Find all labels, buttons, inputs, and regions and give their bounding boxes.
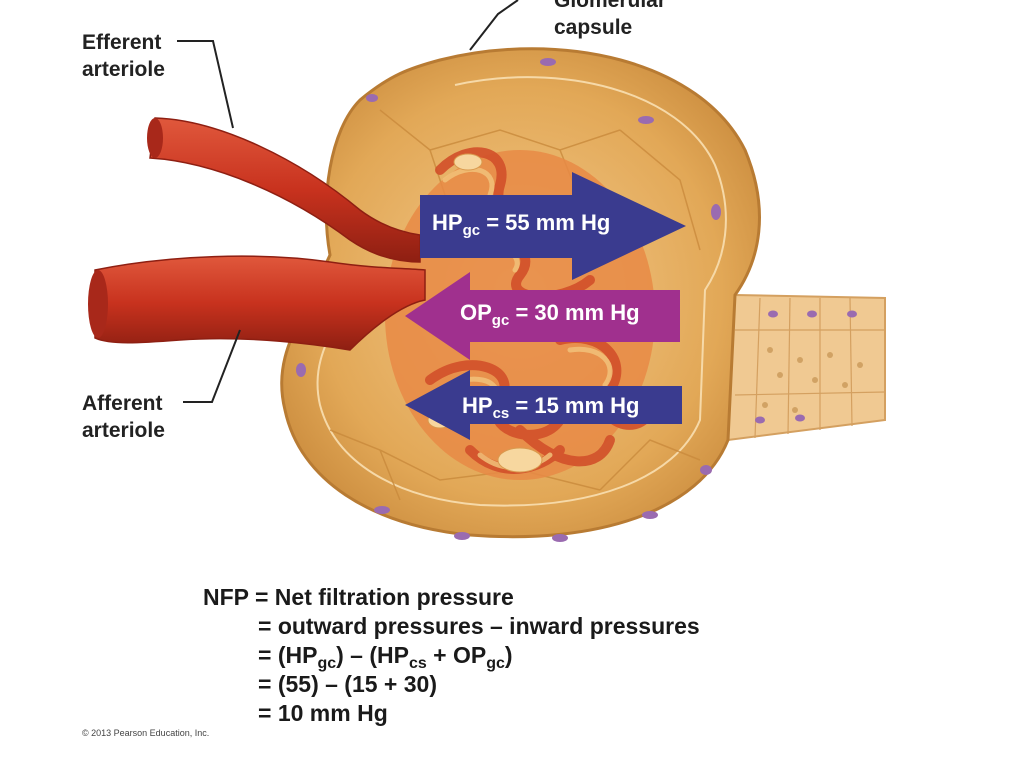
nfp-line3-a: = (HP bbox=[258, 642, 318, 668]
hp-gc-value: = 55 mm Hg bbox=[486, 210, 611, 235]
afferent-label: Afferent arteriole bbox=[82, 390, 165, 444]
arrow-hp-gc bbox=[420, 172, 686, 280]
nfp-line3-c-sub: gc bbox=[486, 655, 505, 672]
nfp-line5: = 10 mm Hg bbox=[258, 700, 388, 726]
op-gc-sub: gc bbox=[491, 312, 510, 329]
nfp-line3-d: ) bbox=[504, 642, 513, 668]
op-gc-label: OPgc = 30 mm Hg bbox=[460, 300, 640, 329]
leader-lines bbox=[177, 0, 519, 403]
nfp-line2: = outward pressures – inward pressures bbox=[258, 613, 700, 639]
arrow-op-gc bbox=[405, 272, 680, 360]
afferent-label-line2: arteriole bbox=[82, 419, 165, 442]
efferent-label-line2: arteriole bbox=[82, 58, 165, 81]
hp-gc-sub: gc bbox=[462, 222, 481, 239]
efferent-vessel-end bbox=[147, 118, 163, 158]
copyright-notice: © 2013 Pearson Education, Inc. bbox=[82, 728, 210, 738]
hp-gc-label: HPgc = 55 mm Hg bbox=[432, 210, 611, 239]
capsule-label: Glomerular capsule bbox=[554, 0, 666, 41]
nfp-line3-b: ) – (HP bbox=[336, 642, 409, 668]
arrow-hp-cs bbox=[405, 370, 682, 440]
op-gc-prefix: OP bbox=[460, 300, 492, 325]
nfp-line3-b-sub: cs bbox=[408, 655, 427, 672]
nfp-line1: NFP = Net filtration pressure bbox=[203, 584, 514, 610]
efferent-label-line1: Efferent bbox=[82, 31, 162, 54]
hp-gc-prefix: HP bbox=[432, 210, 463, 235]
efferent-leader bbox=[177, 40, 234, 129]
op-gc-value: = 30 mm Hg bbox=[515, 300, 640, 325]
nfp-line3: = (HPgc) – (HPcs + OPgc) bbox=[258, 640, 513, 672]
proximal-tubule bbox=[726, 293, 886, 442]
capsule-label-line2: capsule bbox=[554, 16, 633, 39]
nfp-line4: = (55) – (15 + 30) bbox=[258, 671, 437, 697]
hp-cs-sub: cs bbox=[492, 405, 510, 422]
afferent-arteriole bbox=[88, 255, 426, 351]
afferent-leader bbox=[183, 329, 241, 403]
capsule-label-line1: Glomerular bbox=[554, 0, 667, 12]
efferent-label: Efferent arteriole bbox=[82, 29, 165, 83]
nfp-line3-c: + OP bbox=[426, 642, 487, 668]
hp-cs-value: = 15 mm Hg bbox=[515, 393, 640, 418]
hp-cs-label: HPcs = 15 mm Hg bbox=[462, 393, 640, 422]
afferent-label-line1: Afferent bbox=[82, 392, 163, 415]
hp-cs-prefix: HP bbox=[462, 393, 493, 418]
capsule-leader bbox=[469, 0, 519, 51]
nfp-line3-a-sub: gc bbox=[317, 655, 337, 672]
